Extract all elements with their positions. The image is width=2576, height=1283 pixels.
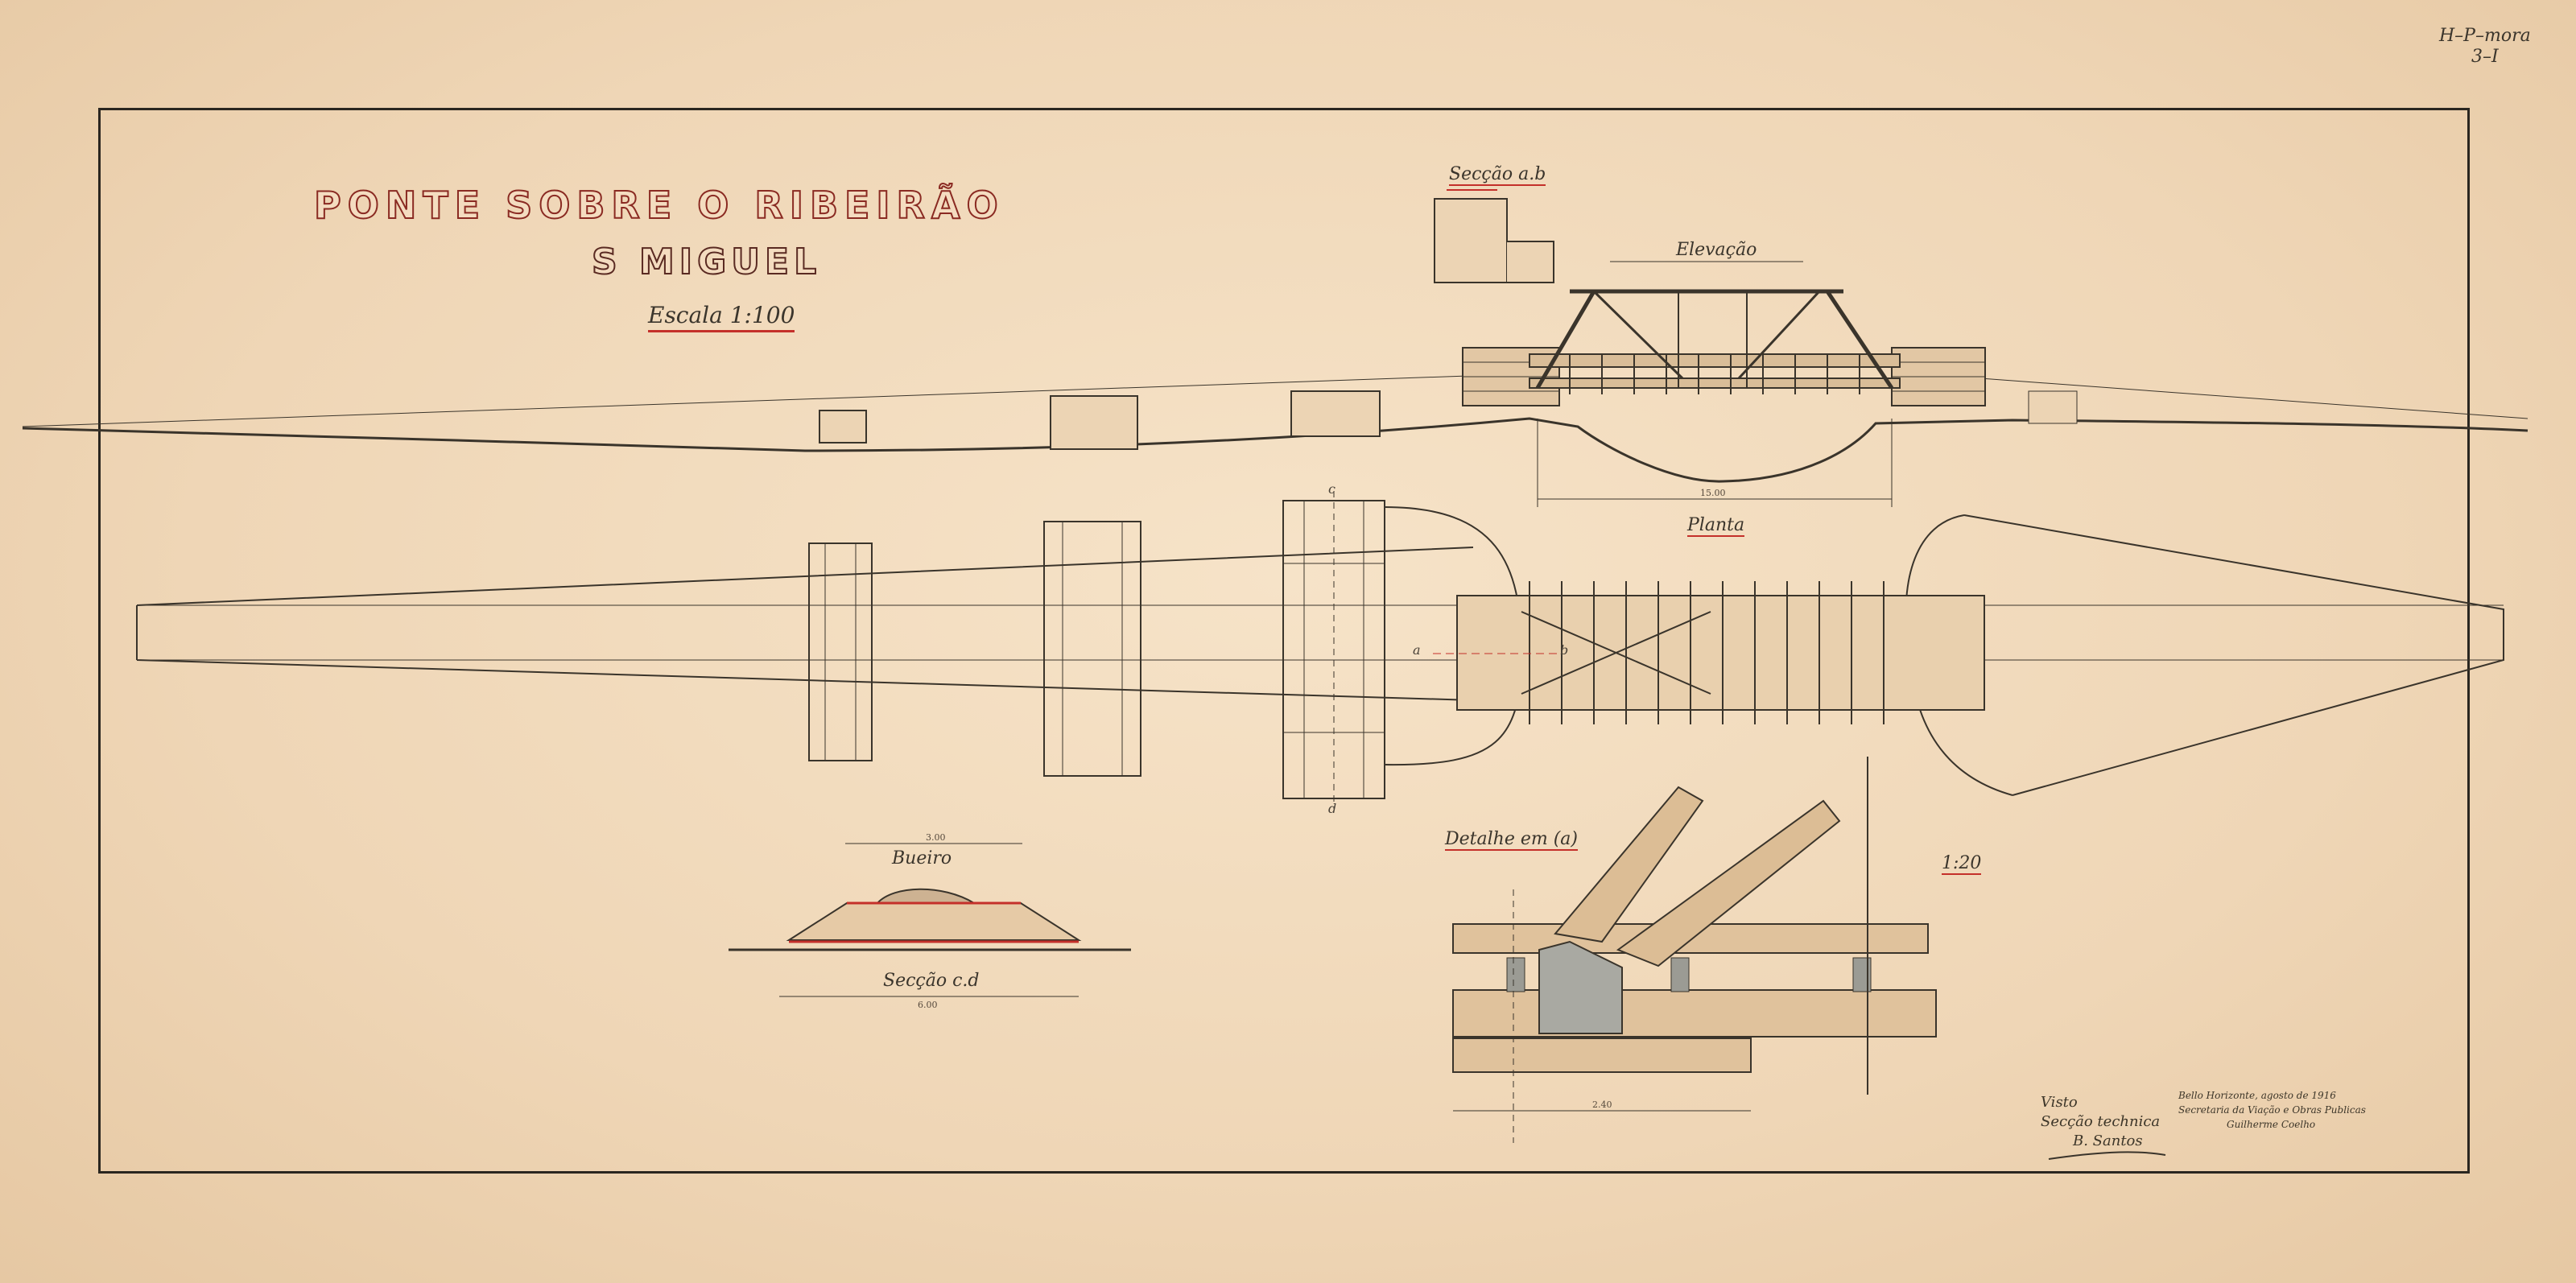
plan-pier-2 xyxy=(1043,521,1141,777)
dim-bueiro-top: 3.00 xyxy=(926,832,946,843)
sheet-ref-bottom: 3–I xyxy=(2471,47,2499,67)
drawing-subtitle: S MIGUEL xyxy=(591,241,822,283)
dim-bueiro-bottom: 6.00 xyxy=(918,1000,938,1010)
label-detalhe: Detalhe em (a) xyxy=(1445,829,1578,851)
dim-detail-base: 2.40 xyxy=(1592,1099,1612,1110)
author-signature: Guilherme Coelho xyxy=(2227,1119,2316,1130)
label-elevacao: Elevação xyxy=(1676,240,1757,260)
detail-beam-mid xyxy=(1452,989,1937,1038)
bridge-deck xyxy=(1529,353,1901,368)
pier-3 xyxy=(1290,390,1381,437)
sheet-ref-top: H–P–mora xyxy=(2439,26,2531,46)
pier-1 xyxy=(819,410,867,443)
label-seccao-ab: Secção a.b xyxy=(1449,164,1546,186)
plan-cut-c: c xyxy=(1328,481,1335,497)
approval-line1: Visto xyxy=(2041,1094,2078,1111)
approval-block: Visto Secção technica B. Santos xyxy=(2041,1093,2160,1151)
label-detalhe-scale: 1:20 xyxy=(1942,853,1982,875)
detail-gusset xyxy=(1538,940,1623,1034)
drawing-title: PONTE SOBRE O RIBEIRÃO xyxy=(313,183,1005,228)
drawing-border xyxy=(98,108,2470,1174)
pier-4 xyxy=(2028,390,2078,424)
detail-strut-1 xyxy=(1554,786,1704,943)
sheet-reference: H–P–mora 3–I xyxy=(2439,26,2531,68)
label-planta: Planta xyxy=(1687,515,1745,537)
ground-line xyxy=(22,417,2529,483)
author-line2: Secretaria da Viação e Obras Publicas xyxy=(2178,1104,2366,1116)
pier-2 xyxy=(1050,395,1138,450)
plan-deck xyxy=(1456,595,1985,711)
plan-approach-left xyxy=(136,547,1474,701)
approval-line2: Secção technica xyxy=(2041,1113,2161,1130)
plan-pier-1 xyxy=(808,542,873,761)
plan-approach-right xyxy=(1963,514,2504,796)
detail-strut-2 xyxy=(1616,799,1841,967)
author-block: Bello Horizonte, agosto de 1916 Secretar… xyxy=(2178,1088,2366,1132)
label-seccao-cd: Secção c.d xyxy=(883,971,980,991)
bueiro-section xyxy=(786,902,1082,941)
plan-cut-d: d xyxy=(1328,801,1337,816)
plan-cut-b: b xyxy=(1560,642,1569,658)
approval-signature: B. Santos xyxy=(2073,1132,2143,1149)
dim-span: 15.00 xyxy=(1700,488,1726,498)
drawing-scale: Escala 1:100 xyxy=(648,302,795,332)
plan-cut-a: a xyxy=(1413,642,1421,658)
label-bueiro: Bueiro xyxy=(892,848,952,868)
author-line1: Bello Horizonte, agosto de 1916 xyxy=(2178,1090,2336,1101)
